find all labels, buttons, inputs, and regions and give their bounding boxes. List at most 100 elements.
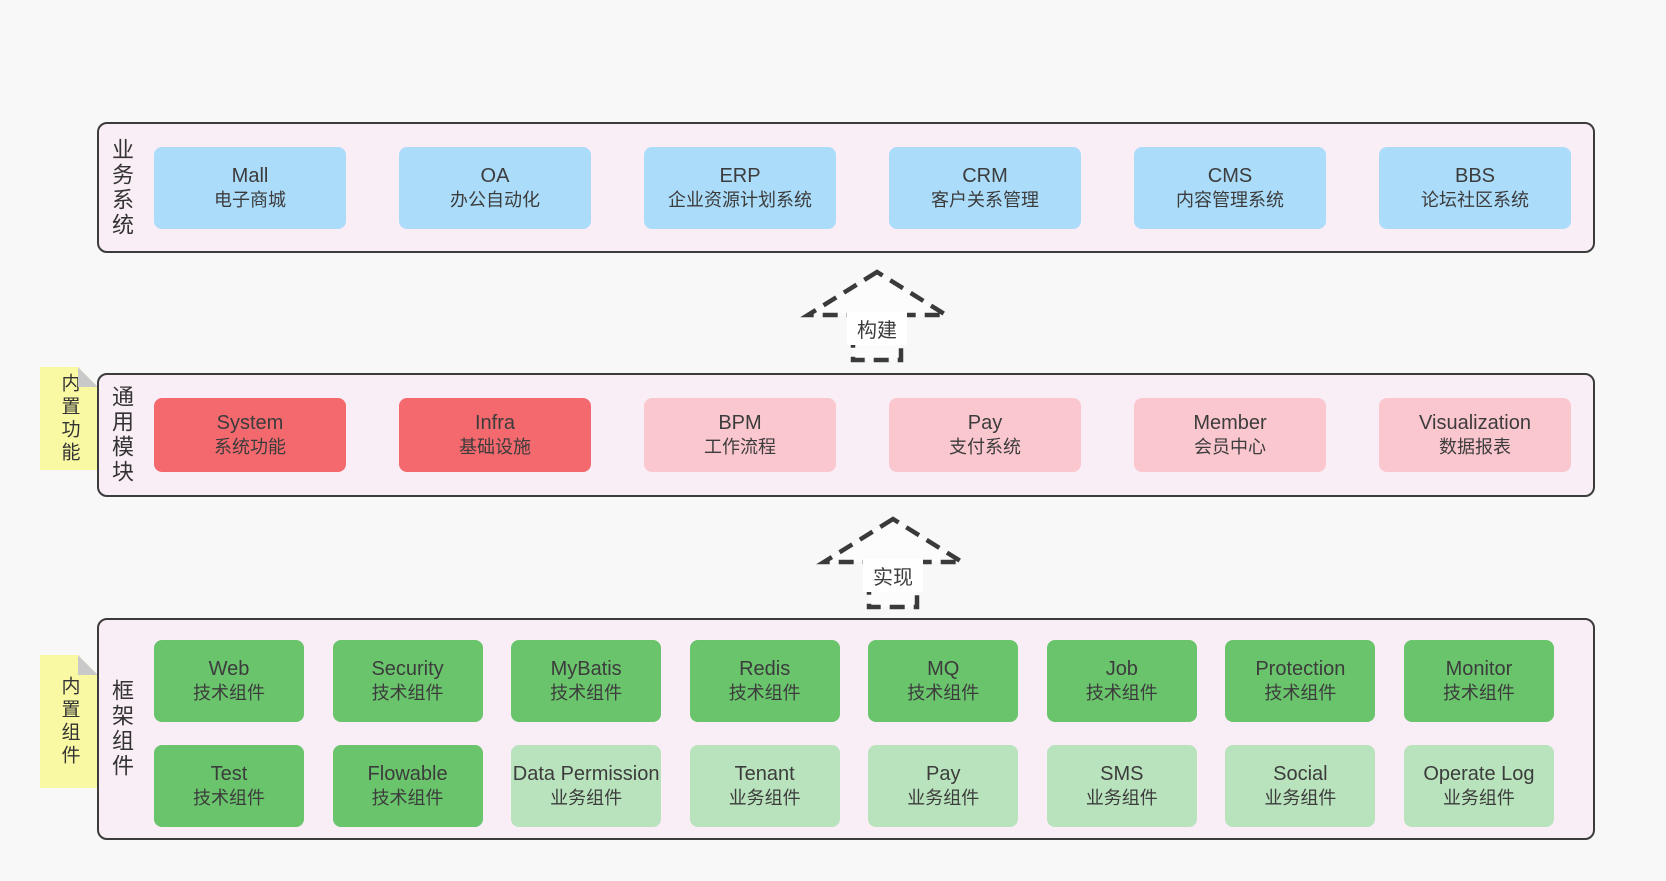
box-title: System [216, 412, 284, 435]
box-title: Operate Log [1423, 763, 1535, 786]
box-row: Mall 电子商城 OA 办公自动化 ERP 企业资源计划系统 CRM 客户关系… [99, 124, 1593, 251]
box-bpm: BPM 工作流程 [644, 398, 836, 472]
panel-business-systems: 业务系统 Mall 电子商城 OA 办公自动化 ERP 企业资源计划系统 CRM… [97, 122, 1595, 253]
panel-common-modules: 通用模块 System 系统功能 Infra 基础设施 BPM 工作流程 Pay… [97, 373, 1595, 497]
box-subtitle: 技术组件 [907, 683, 980, 704]
box-title: Security [371, 658, 444, 681]
box-subtitle: 业务组件 [550, 788, 623, 809]
box-subtitle: 技术组件 [1085, 683, 1158, 704]
sticky-note-label: 内置组件 [58, 675, 80, 768]
box-title: MyBatis [550, 658, 622, 681]
box-data-permission: Data Permission 业务组件 [511, 745, 662, 827]
arrow-label: 构建 [847, 312, 907, 345]
box-subtitle: 数据报表 [1439, 437, 1511, 458]
box-mybatis: MyBatis 技术组件 [511, 640, 662, 722]
panel-side-label: 业务系统 [109, 137, 134, 238]
box-sms: SMS 业务组件 [1046, 745, 1197, 827]
box-subtitle: 业务组件 [1442, 788, 1515, 809]
box-subtitle: 技术组件 [728, 683, 801, 704]
box-tenant: Tenant 业务组件 [689, 745, 840, 827]
box-subtitle: 业务组件 [907, 788, 980, 809]
box-subtitle: 技术组件 [371, 683, 444, 704]
box-title: MQ [927, 658, 960, 681]
box-title: Member [1193, 412, 1267, 435]
sticky-note-label: 内置功能 [58, 372, 80, 465]
box-system: System 系统功能 [154, 398, 346, 472]
box-subtitle: 技术组件 [550, 683, 623, 704]
box-row: Test 技术组件 Flowable 技术组件 Data Permission … [154, 745, 1554, 827]
panel-side-label: 框架组件 [109, 679, 134, 779]
box-title: Data Permission [512, 763, 660, 786]
box-member: Member 会员中心 [1134, 398, 1326, 472]
box-subtitle: 业务组件 [1085, 788, 1158, 809]
box-mq: MQ 技术组件 [868, 640, 1019, 722]
box-subtitle: 客户关系管理 [931, 189, 1039, 210]
box-flowable: Flowable 技术组件 [332, 745, 483, 827]
box-title: CMS [1207, 164, 1253, 187]
box-subtitle: 办公自动化 [450, 189, 540, 210]
box-erp: ERP 企业资源计划系统 [644, 146, 836, 229]
build-arrow: 构建 [800, 268, 954, 364]
box-operate-log: Operate Log 业务组件 [1403, 745, 1554, 827]
box-title: Protection [1255, 658, 1346, 681]
box-title: Social [1273, 763, 1328, 786]
box-subtitle: 技术组件 [371, 788, 444, 809]
box-subtitle: 电子商城 [214, 189, 286, 210]
box-title: ERP [719, 164, 761, 187]
box-subtitle: 技术组件 [1264, 683, 1337, 704]
box-title: Pay [926, 763, 961, 786]
arrow-label: 实现 [863, 559, 923, 592]
box-row: System 系统功能 Infra 基础设施 BPM 工作流程 Pay 支付系统… [99, 375, 1593, 495]
box-subtitle: 基础设施 [459, 437, 531, 458]
box-title: Tenant [734, 763, 795, 786]
box-subtitle: 系统功能 [214, 437, 286, 458]
box-subtitle: 业务组件 [1264, 788, 1337, 809]
box-job: Job 技术组件 [1046, 640, 1197, 722]
box-pay-module: Pay 支付系统 [889, 398, 1081, 472]
box-subtitle: 技术组件 [1442, 683, 1515, 704]
box-cms: CMS 内容管理系统 [1134, 146, 1326, 229]
box-subtitle: 支付系统 [949, 437, 1021, 458]
box-test: Test 技术组件 [154, 745, 304, 827]
box-oa: OA 办公自动化 [399, 146, 591, 229]
box-mall: Mall 电子商城 [154, 146, 346, 229]
box-row: Web 技术组件 Security 技术组件 MyBatis 技术组件 Redi… [154, 640, 1554, 722]
box-subtitle: 论坛社区系统 [1421, 189, 1529, 210]
panel-side-label: 通用模块 [109, 385, 134, 485]
box-title: Redis [739, 658, 791, 681]
box-title: Web [208, 658, 250, 681]
box-title: OA [480, 164, 510, 187]
box-title: Mall [231, 164, 269, 187]
box-bbs: BBS 论坛社区系统 [1379, 146, 1571, 229]
box-web: Web 技术组件 [154, 640, 304, 722]
box-redis: Redis 技术组件 [689, 640, 840, 722]
panel-framework-components: 框架组件 Web 技术组件 Security 技术组件 MyBatis 技术组件… [97, 618, 1595, 840]
box-title: BPM [718, 412, 762, 435]
box-subtitle: 内容管理系统 [1176, 189, 1284, 210]
box-pay-component: Pay 业务组件 [868, 745, 1019, 827]
box-security: Security 技术组件 [332, 640, 483, 722]
implement-arrow: 实现 [816, 515, 970, 611]
box-protection: Protection 技术组件 [1225, 640, 1376, 722]
box-crm: CRM 客户关系管理 [889, 146, 1081, 229]
box-title: Infra [474, 412, 516, 435]
box-title: Test [210, 763, 248, 786]
box-rows: Web 技术组件 Security 技术组件 MyBatis 技术组件 Redi… [99, 620, 1593, 827]
box-infra: Infra 基础设施 [399, 398, 591, 472]
box-title: Job [1105, 658, 1138, 681]
box-visualization: Visualization 数据报表 [1379, 398, 1571, 472]
box-title: CRM [962, 164, 1008, 187]
box-subtitle: 业务组件 [728, 788, 801, 809]
box-title: Flowable [367, 763, 448, 786]
box-title: Pay [967, 412, 1003, 435]
box-title: BBS [1454, 164, 1496, 187]
box-subtitle: 工作流程 [704, 437, 776, 458]
box-monitor: Monitor 技术组件 [1403, 640, 1554, 722]
sticky-note-builtin-features: 内置功能 [40, 367, 98, 470]
box-title: SMS [1100, 763, 1144, 786]
box-title: Monitor [1445, 658, 1513, 681]
folded-corner-icon [78, 367, 98, 387]
box-title: Visualization [1419, 412, 1531, 435]
box-subtitle: 企业资源计划系统 [668, 189, 812, 210]
